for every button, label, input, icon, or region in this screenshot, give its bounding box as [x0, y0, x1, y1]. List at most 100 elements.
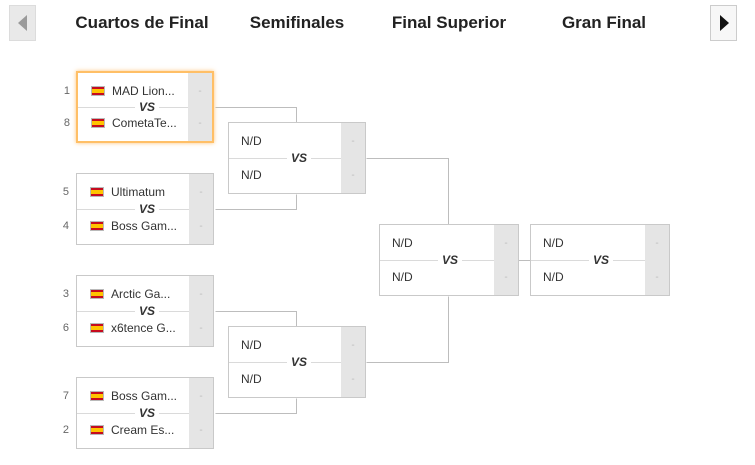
- connector-sf2-uf: [366, 296, 449, 363]
- team-slot[interactable]: 4 Boss Gam... -: [63, 208, 213, 244]
- round-title-semifinals: Semifinales: [249, 13, 345, 32]
- team-slot[interactable]: N/D -: [380, 225, 518, 261]
- team-slot[interactable]: N/D -: [229, 123, 365, 159]
- team-name: Ultimatum: [111, 185, 166, 199]
- prev-round-button[interactable]: [9, 5, 36, 41]
- seed-number: 4: [62, 220, 69, 232]
- seed-number: 6: [62, 322, 69, 334]
- spain-flag-icon: [90, 323, 104, 333]
- team-name: CometaTe...: [112, 116, 177, 130]
- team-name: N/D: [241, 372, 262, 386]
- team-name: N/D: [543, 270, 564, 284]
- team-name: N/D: [543, 236, 564, 250]
- team-score: -: [645, 259, 669, 295]
- team-name: N/D: [392, 236, 413, 250]
- team-slot[interactable]: 7 Boss Gam... -: [63, 378, 213, 414]
- match-semifinal-1[interactable]: N/D - VS N/D -: [228, 122, 366, 194]
- team-slot[interactable]: N/D -: [531, 259, 669, 295]
- team-score: -: [189, 208, 213, 244]
- match-quarterfinal-1[interactable]: 1 MAD Lion... - VS 8 CometaTe... -: [64, 71, 214, 143]
- team-slot[interactable]: 5 Ultimatum -: [63, 174, 213, 210]
- team-score: -: [189, 310, 213, 346]
- match-divider: [77, 209, 189, 210]
- connector-qf3-sf2: [215, 311, 297, 327]
- team-name: Cream Es...: [111, 423, 175, 437]
- team-score: -: [189, 412, 213, 448]
- team-name: N/D: [392, 270, 413, 284]
- team-slot[interactable]: 6 x6tence G... -: [63, 310, 213, 346]
- connector-qf1-sf1: [215, 107, 297, 123]
- team-slot[interactable]: N/D -: [380, 259, 518, 295]
- team-score: -: [189, 276, 213, 312]
- team-score: -: [189, 174, 213, 210]
- spain-flag-icon: [90, 425, 104, 435]
- team-slot[interactable]: 3 Arctic Ga... -: [63, 276, 213, 312]
- match-divider: [229, 158, 341, 159]
- vs-label: VS: [588, 253, 614, 267]
- caret-right-icon: [719, 15, 729, 31]
- match-divider: [531, 260, 645, 261]
- team-name: N/D: [241, 338, 262, 352]
- team-score: -: [494, 225, 518, 261]
- match-grand-final[interactable]: N/D - VS N/D -: [530, 224, 670, 296]
- caret-left-icon: [17, 15, 27, 31]
- next-round-button[interactable]: [710, 5, 737, 41]
- team-slot[interactable]: 8 CometaTe... -: [64, 105, 212, 141]
- match-quarterfinal-3[interactable]: 3 Arctic Ga... - VS 6 x6tence G... -: [63, 275, 214, 347]
- seed-number: 5: [62, 186, 69, 198]
- vs-label: VS: [134, 100, 160, 114]
- vs-label: VS: [134, 202, 160, 216]
- seed-number: 3: [62, 288, 69, 300]
- spain-flag-icon: [91, 118, 105, 128]
- match-divider: [78, 107, 188, 108]
- team-score: -: [341, 157, 365, 193]
- match-divider: [77, 311, 189, 312]
- spain-flag-icon: [90, 221, 104, 231]
- team-score: -: [341, 327, 365, 363]
- seed-number: 2: [62, 424, 69, 436]
- team-slot[interactable]: N/D -: [229, 157, 365, 193]
- team-score: -: [341, 123, 365, 159]
- match-semifinal-2[interactable]: N/D - VS N/D -: [228, 326, 366, 398]
- vs-label: VS: [134, 406, 160, 420]
- team-slot[interactable]: N/D -: [229, 327, 365, 363]
- team-name: x6tence G...: [111, 321, 176, 335]
- spain-flag-icon: [90, 289, 104, 299]
- spain-flag-icon: [90, 391, 104, 401]
- team-slot[interactable]: N/D -: [229, 361, 365, 397]
- seed-number: 8: [63, 117, 70, 129]
- seed-number: 7: [62, 390, 69, 402]
- team-score: -: [494, 259, 518, 295]
- seed-number: 1: [63, 85, 70, 97]
- team-slot[interactable]: 1 MAD Lion... -: [64, 73, 212, 109]
- team-score: -: [645, 225, 669, 261]
- round-title-grand-final: Gran Final: [561, 13, 647, 32]
- match-divider: [380, 260, 494, 261]
- vs-label: VS: [286, 151, 312, 165]
- team-slot[interactable]: 2 Cream Es... -: [63, 412, 213, 448]
- team-slot[interactable]: N/D -: [531, 225, 669, 261]
- match-upper-final[interactable]: N/D - VS N/D -: [379, 224, 519, 296]
- match-quarterfinal-4[interactable]: 7 Boss Gam... - VS 2 Cream Es... -: [63, 377, 214, 449]
- match-quarterfinal-2[interactable]: 5 Ultimatum - VS 4 Boss Gam... -: [63, 173, 214, 245]
- vs-label: VS: [134, 304, 160, 318]
- match-divider: [229, 362, 341, 363]
- team-name: Arctic Ga...: [111, 287, 171, 301]
- connector-sf1-uf: [366, 158, 449, 225]
- match-divider: [77, 413, 189, 414]
- connector-qf4-sf2: [215, 398, 297, 414]
- spain-flag-icon: [91, 86, 105, 96]
- team-name: N/D: [241, 168, 262, 182]
- team-name: Boss Gam...: [111, 389, 178, 403]
- spain-flag-icon: [90, 187, 104, 197]
- vs-label: VS: [437, 253, 463, 267]
- round-title-quarterfinals: Cuartos de Final: [75, 13, 209, 32]
- team-score: -: [188, 73, 212, 109]
- team-score: -: [341, 361, 365, 397]
- round-title-upper-final: Final Superior: [391, 13, 507, 32]
- connector-qf2-sf1: [215, 194, 297, 210]
- team-name: N/D: [241, 134, 262, 148]
- team-score: -: [188, 105, 212, 141]
- team-name: Boss Gam...: [111, 219, 178, 233]
